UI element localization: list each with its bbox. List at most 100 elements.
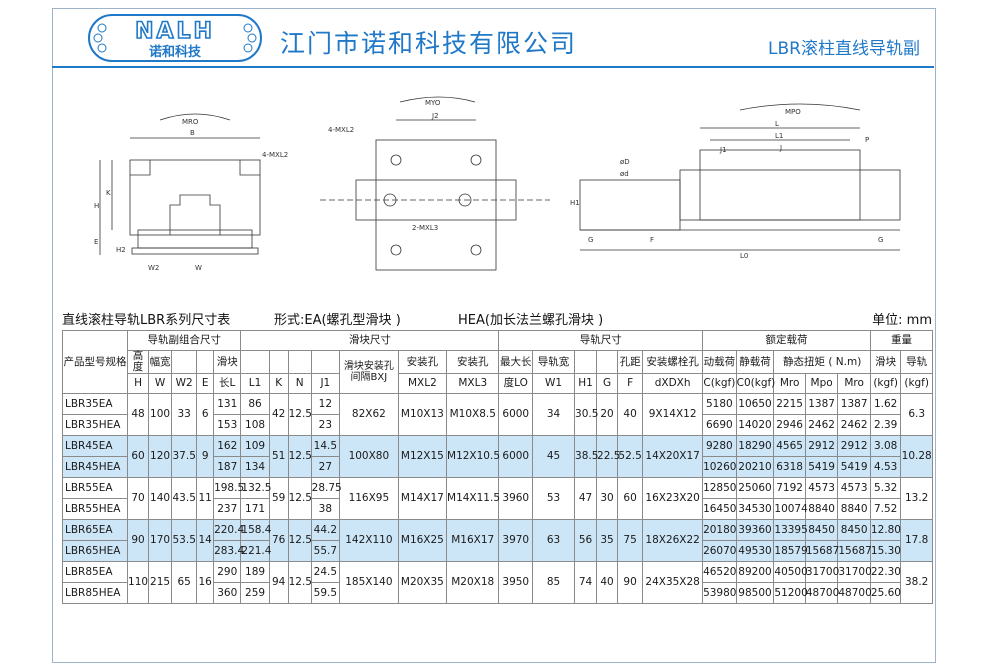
cell-c0-b: 98500 [735,582,775,604]
cell-h1: 47 [574,477,598,520]
col-c0: C0(kgf) [735,373,775,394]
cell-myo-a: 31700 [837,561,872,583]
cell-c0-b: 34530 [735,498,775,520]
col-kgf-block: (kgf) [869,373,902,394]
product-series: LBR滚柱直线导轨副 [768,39,920,59]
cell-k: 94 [268,561,289,604]
cell-l-b: 283.4 [213,540,244,562]
label-l: L [775,120,779,128]
label-d-small: ød [620,170,629,178]
cell-mxl2: M12X15 [397,435,448,478]
cell-wb-b: 2.39 [869,414,902,436]
cell-c-a: 20180 [702,519,737,541]
label-mpo: MPO [785,108,801,116]
hdr-mount-hole-2: 安装孔 [446,350,500,374]
hdr-weight: 重量 [869,330,934,351]
cell-m2: LBR55HEA [61,498,129,520]
cell-c-b: 10260 [702,456,737,478]
hdr-pitch: 孔距 [617,350,644,374]
cell-c-a: 9280 [702,435,737,457]
col-g: G [596,373,619,394]
label-w: W [195,264,202,272]
cell-k: 51 [268,435,289,478]
hdr-load: 额定载荷 [702,330,871,351]
hdr-assembly: 导轨副组合尺寸 [127,330,242,351]
cell-e: 6 [196,393,215,436]
cell-h1: 38.5 [574,435,598,478]
cell-mpo-a: 31700 [804,561,839,583]
cell-j1-b: 38 [310,498,341,520]
col-w: W [148,373,173,394]
cell-bxj: 142X110 [339,519,399,562]
cell-g: 20 [596,393,619,436]
cell-l1-a: 132.5 [240,477,271,499]
col-mro: Mro [773,373,806,394]
label-g-left: G [588,236,593,244]
cell-g: 22.5 [596,435,620,478]
cell-j1-a: 24.5 [310,561,341,583]
hdr-bolt: 安装螺栓孔 [642,350,704,374]
hdr-block-spacing: 滑块安装孔间隔BXJ [339,350,399,394]
cell-wb-a: 12.80 [869,519,902,541]
cell-m1: LBR85EA [61,561,129,583]
cell-f: 40 [617,393,644,436]
table-title-main: 直线滚柱导轨LBR系列尺寸表 [62,313,231,328]
cell-c-a: 5180 [702,393,737,415]
cell-d: 14X20X17 [642,435,704,478]
cell-n: 12.5 [287,435,312,478]
cell-h: 70 [127,477,150,520]
label-mro: MRO [182,118,199,126]
label-e: E [94,238,98,246]
col-w1: W1 [532,373,576,394]
cell-j1-b: 27 [310,456,341,478]
cell-h: 60 [127,435,150,478]
cell-mpo-a: 1387 [804,393,839,415]
cell-bxj: 185X140 [339,561,399,604]
cell-e: 14 [196,519,215,562]
col-h: H [127,373,150,394]
label-4mxl2-mid: 4-MXL2 [328,126,354,134]
cell-h: 90 [127,519,150,562]
cell-mro-b: 18579 [773,540,808,562]
cell-c-b: 26070 [702,540,737,562]
cell-mro-a: 4565 [773,435,806,457]
drawing-top-view: MYO J2 4-MXL2 2-MXL3 [320,96,550,271]
label-b: B [190,129,195,137]
col-mxl2: MXL2 [397,373,448,394]
label-h1: H1 [570,199,580,207]
cell-j1-b: 23 [310,414,341,436]
cell-c0-a: 89200 [735,561,775,583]
label-j1: J1 [719,146,727,154]
cell-lo: 3960 [498,477,534,520]
cell-c0-a: 10650 [735,393,775,415]
cell-myo-b: 2462 [837,414,871,436]
cell-g: 30 [596,477,619,520]
label-h2: H2 [116,246,126,254]
col-l: 长L [213,373,242,394]
cell-j1-a: 28.75 [310,477,342,499]
cell-h: 110 [127,561,150,604]
cell-l-a: 290 [213,561,242,583]
cell-w2: 33 [171,393,198,436]
cell-m2: LBR45HEA [61,456,129,478]
label-2mxl3: 2-MXL3 [412,224,438,232]
hdr-dyn-load: 动载荷 [702,350,737,374]
col-l1: L1 [240,373,270,394]
header-rule [52,66,934,68]
cell-l-a: 198.5 [213,477,244,499]
cell-l1-b: 259 [240,582,270,604]
cell-k: 42 [268,393,289,436]
cell-c0-a: 18290 [735,435,775,457]
cell-mpo-a: 4573 [804,477,839,499]
hdr-block-len: 滑块 [213,350,242,374]
cell-w: 140 [148,477,173,520]
hdr-mount-hole-1: 安装孔 [397,350,448,374]
col-n: N [287,373,312,394]
cell-w2: 43.5 [171,477,198,520]
company-name: 江门市诺和科技有限公司 [280,29,578,58]
cell-l-a: 131 [213,393,242,415]
cell-myo-a: 1387 [837,393,871,415]
